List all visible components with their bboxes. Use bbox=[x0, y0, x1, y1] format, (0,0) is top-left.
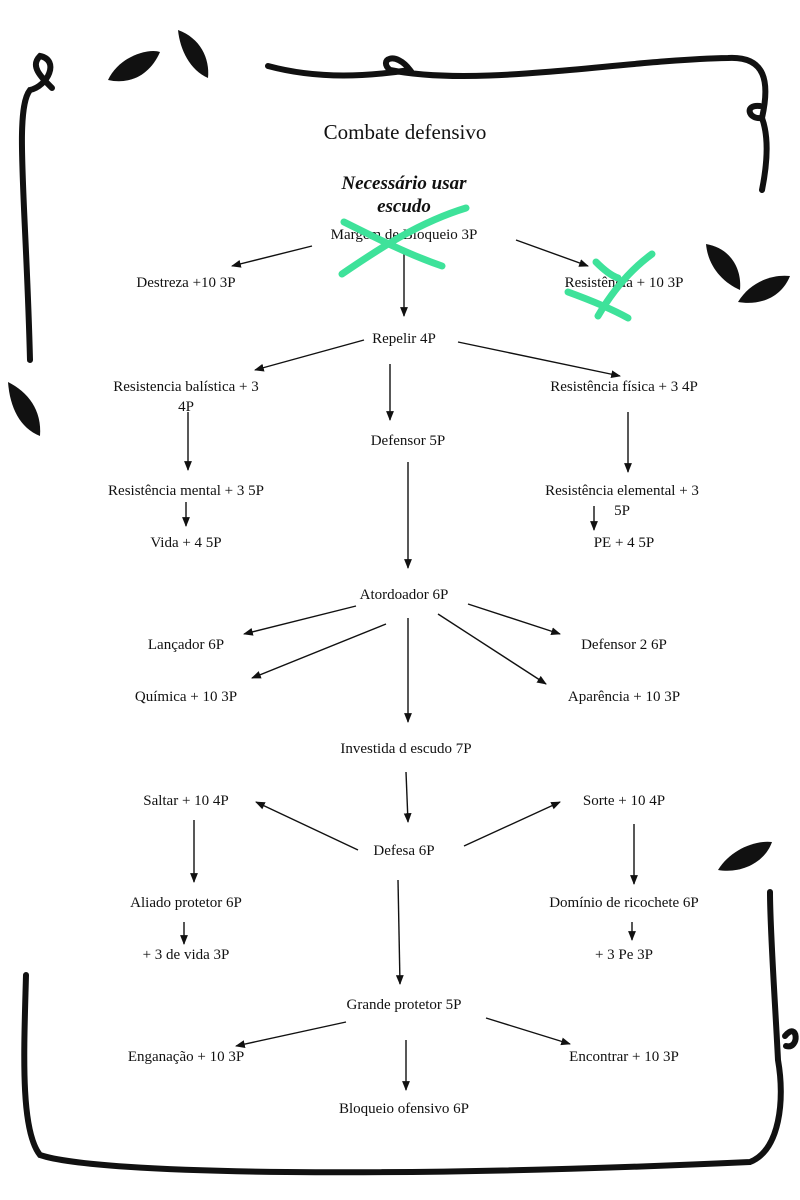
arrow-repelir-fisica bbox=[457, 341, 621, 379]
node-bloqueio-ofensivo: Bloqueio ofensivo 6P bbox=[339, 1101, 469, 1117]
arrow-atordoador-lancador bbox=[243, 605, 357, 636]
node-defensor: Defensor 5P bbox=[370, 433, 446, 449]
node-resistencia-balistica: Resistencia balística + 3 bbox=[113, 379, 259, 395]
node-grande-protetor: Grande protetor 5P bbox=[346, 997, 462, 1013]
frame-right-curl bbox=[746, 102, 765, 122]
arrows bbox=[180, 239, 638, 1091]
node-vida: Vida + 4 5P bbox=[150, 535, 222, 551]
decorative-frame bbox=[18, 52, 799, 1176]
node-aliado-protetor: Aliado protetor 6P bbox=[130, 895, 242, 911]
arrow-defesa-saltar bbox=[255, 801, 359, 851]
node-defensor-2: Defensor 2 6P bbox=[581, 637, 667, 653]
node-sorte: Sorte + 10 4P bbox=[582, 793, 666, 809]
node-enganacao: Enganação + 10 3P bbox=[127, 1049, 245, 1065]
arrow-atordoador-defensor2 bbox=[467, 603, 561, 635]
node-mais-pe: + 3 Pe 3P bbox=[594, 947, 654, 963]
node-resistencia: Resistência + 10 3P bbox=[564, 275, 684, 291]
frame-bottom bbox=[21, 889, 784, 1176]
node-resistencia-mental: Resistência mental + 3 5P bbox=[108, 483, 264, 499]
node-mais-vida: + 3 de vida 3P bbox=[142, 947, 230, 963]
node-aparencia: Aparência + 10 3P bbox=[567, 689, 681, 705]
node-repelir: Repelir 4P bbox=[372, 331, 436, 347]
leaf-icon bbox=[738, 275, 790, 303]
leaf-icon bbox=[8, 382, 41, 436]
frame-bottom-right-curl bbox=[782, 1028, 799, 1050]
node-lancador: Lançador 6P bbox=[147, 637, 225, 653]
leaf-icon bbox=[178, 30, 209, 78]
arrow-defesa-sorte bbox=[463, 801, 561, 847]
arrow-grande-enganacao bbox=[235, 1021, 347, 1048]
node-pe: PE + 4 5P bbox=[593, 535, 655, 551]
requirement-note: Necessário usar escudo bbox=[341, 173, 467, 217]
arrow-defesa-grande-protetor bbox=[395, 879, 404, 985]
node-dominio-ricochete: Domínio de ricochete 6P bbox=[549, 895, 699, 911]
node-margem-bloqueio: Margem de Bloqueio 3P bbox=[330, 227, 478, 243]
decorative-leaves bbox=[8, 30, 790, 871]
node-resistencia-balistica-cost: 4P bbox=[178, 399, 194, 415]
leaf-icon bbox=[706, 244, 741, 290]
arrow-atordoador-quimica bbox=[251, 623, 387, 679]
arrow-investida-defesa bbox=[403, 771, 412, 823]
frame-top-left-curl bbox=[18, 52, 55, 363]
arrow-margem-resistencia bbox=[515, 239, 589, 267]
arrow-repelir-balistica bbox=[254, 339, 365, 372]
arrow-atordoador-aparencia bbox=[437, 613, 547, 685]
page-title: Combate defensivo bbox=[323, 120, 487, 144]
arrow-grande-encontrar bbox=[485, 1017, 571, 1046]
leaf-icon bbox=[108, 50, 160, 82]
node-resistencia-elemental: Resistência elemental + 3 bbox=[545, 483, 699, 499]
arrow-margem-destreza bbox=[231, 245, 313, 268]
node-atordoador: Atordoador 6P bbox=[359, 587, 449, 603]
node-defesa: Defesa 6P bbox=[373, 843, 435, 859]
node-resistencia-fisica: Resistência física + 3 4P bbox=[550, 379, 698, 395]
node-saltar: Saltar + 10 4P bbox=[143, 793, 229, 809]
node-investida-escudo: Investida d escudo 7P bbox=[340, 741, 472, 757]
node-resistencia-elemental-cost: 5P bbox=[614, 503, 630, 519]
leaf-icon bbox=[718, 841, 772, 871]
node-quimica: Química + 10 3P bbox=[134, 689, 238, 705]
node-encontrar: Encontrar + 10 3P bbox=[569, 1049, 679, 1065]
node-destreza: Destreza +10 3P bbox=[136, 275, 236, 291]
